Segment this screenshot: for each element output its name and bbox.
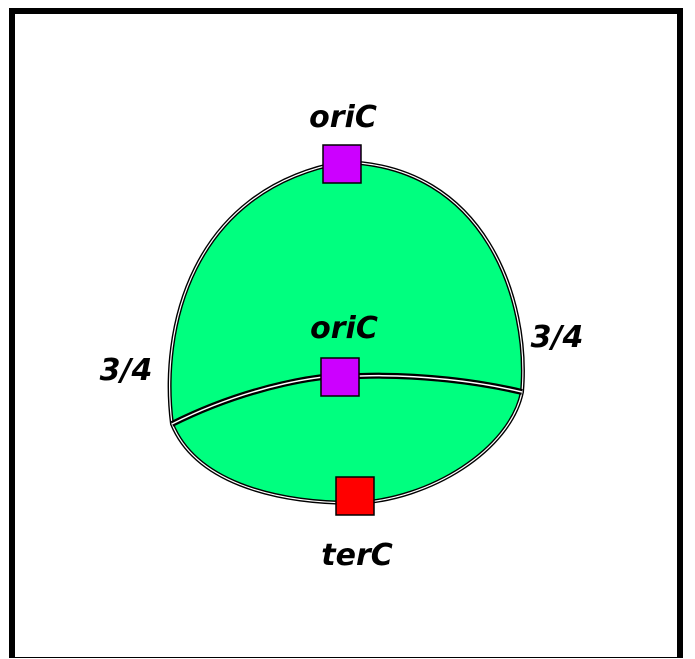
top-origin-marker: [322, 144, 362, 184]
terminus-label: terC: [321, 538, 393, 573]
center-origin-label: oriC: [310, 311, 378, 346]
left-fork-label: 3/4: [100, 353, 153, 388]
right-fork-label: 3/4: [531, 320, 584, 355]
chromosome-body-inner-line: [169, 161, 524, 504]
top-origin-label: oriC: [309, 100, 377, 135]
center-origin-marker: [320, 357, 360, 397]
terminus-marker: [335, 476, 375, 516]
inner-replication-arc-highlight: [171, 374, 523, 425]
